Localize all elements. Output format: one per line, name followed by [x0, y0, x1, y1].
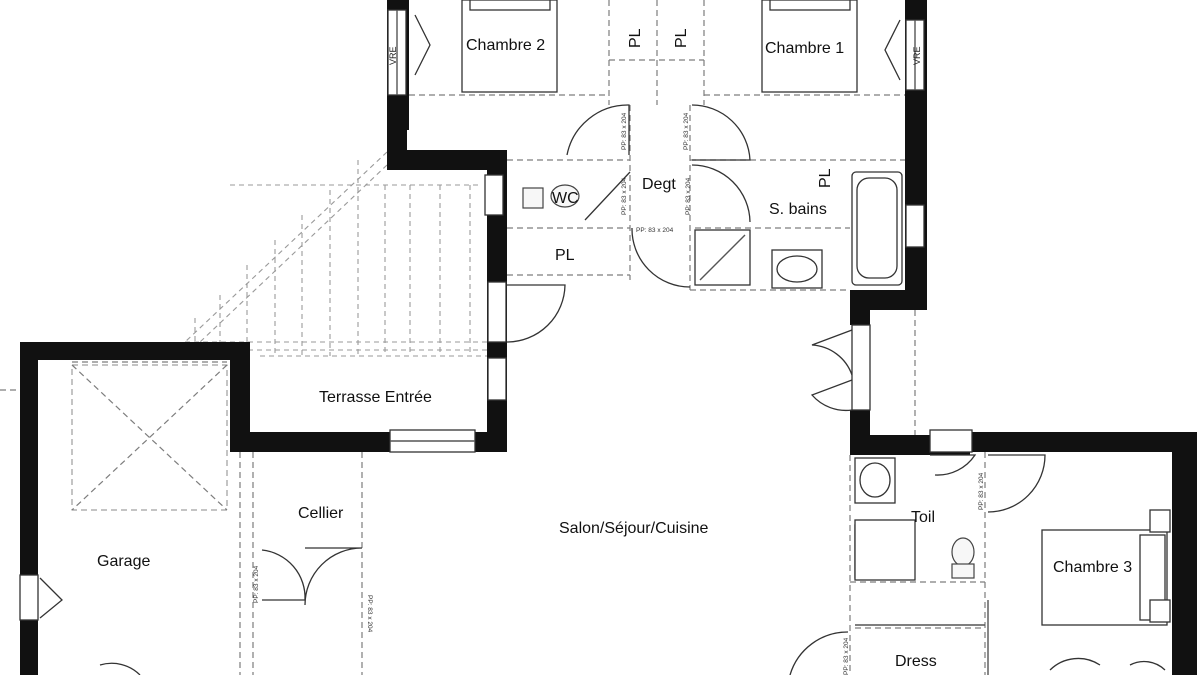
- vre-label-left: VRE: [388, 46, 398, 65]
- pp-label: PP: 83 x 204: [621, 177, 628, 215]
- garage-skylight: [71, 361, 228, 511]
- room-labels: Chambre 2 Chambre 1 PL PL PL Degt WC S. …: [97, 28, 1132, 670]
- room-label-pl: PL: [673, 28, 690, 48]
- pp-label: PP: 83 x 204: [253, 565, 260, 603]
- window-terrace-2: [487, 357, 507, 401]
- bed-chambre2: [461, 0, 558, 93]
- room-label-chambre3: Chambre 3: [1053, 559, 1132, 576]
- room-label-terrasse: Terrasse Entrée: [319, 389, 432, 406]
- pp-label: PP: 83 x 204: [683, 112, 690, 150]
- room-label-dress: Dress: [895, 653, 937, 670]
- pp-label: PP: 83 x 204: [621, 112, 628, 150]
- room-label-cellier: Cellier: [298, 505, 344, 522]
- room-label-garage: Garage: [97, 553, 150, 570]
- window-terrace: [487, 281, 507, 343]
- window-wc: [484, 174, 504, 216]
- windows: [19, 9, 973, 621]
- fixtures: [461, 0, 1171, 675]
- pp-label: PP: 83 x 204: [366, 595, 373, 633]
- pp-annotations: PP: 83 x 204 PP: 83 x 204 PP: 83 x 204 P…: [253, 112, 985, 675]
- pp-label: PP: 83 x 204: [685, 177, 692, 215]
- room-label-degt: Degt: [642, 176, 676, 193]
- pp-label: PP: 83 x 204: [636, 227, 674, 234]
- room-label-toil: Toil: [911, 509, 935, 526]
- toilet-toil: [951, 537, 975, 567]
- terrace-pergola: [184, 151, 487, 357]
- room-label-wc: WC: [552, 190, 579, 207]
- room-label-sbains: S. bains: [769, 201, 827, 218]
- room-label-pl: PL: [817, 168, 834, 188]
- pp-label: PP: 83 x 204: [978, 472, 985, 510]
- window-garage: [19, 574, 39, 621]
- room-label-pl: PL: [555, 247, 575, 264]
- window-sbains: [905, 204, 925, 248]
- door-glass-right: [851, 324, 871, 411]
- room-label-salon: Salon/Séjour/Cuisine: [559, 520, 709, 537]
- pp-label: PP: 83 x 204: [843, 637, 850, 675]
- interior-partitions: [0, 0, 986, 675]
- room-label-chambre1: Chambre 1: [765, 40, 844, 57]
- doors: [39, 14, 1166, 675]
- window-toil: [929, 429, 973, 453]
- room-label-chambre2: Chambre 2: [466, 37, 545, 54]
- room-label-pl: PL: [627, 28, 644, 48]
- vre-label-right: VRE: [912, 46, 922, 65]
- toilet-wc: [550, 184, 580, 208]
- bed-chambre1: [761, 0, 858, 93]
